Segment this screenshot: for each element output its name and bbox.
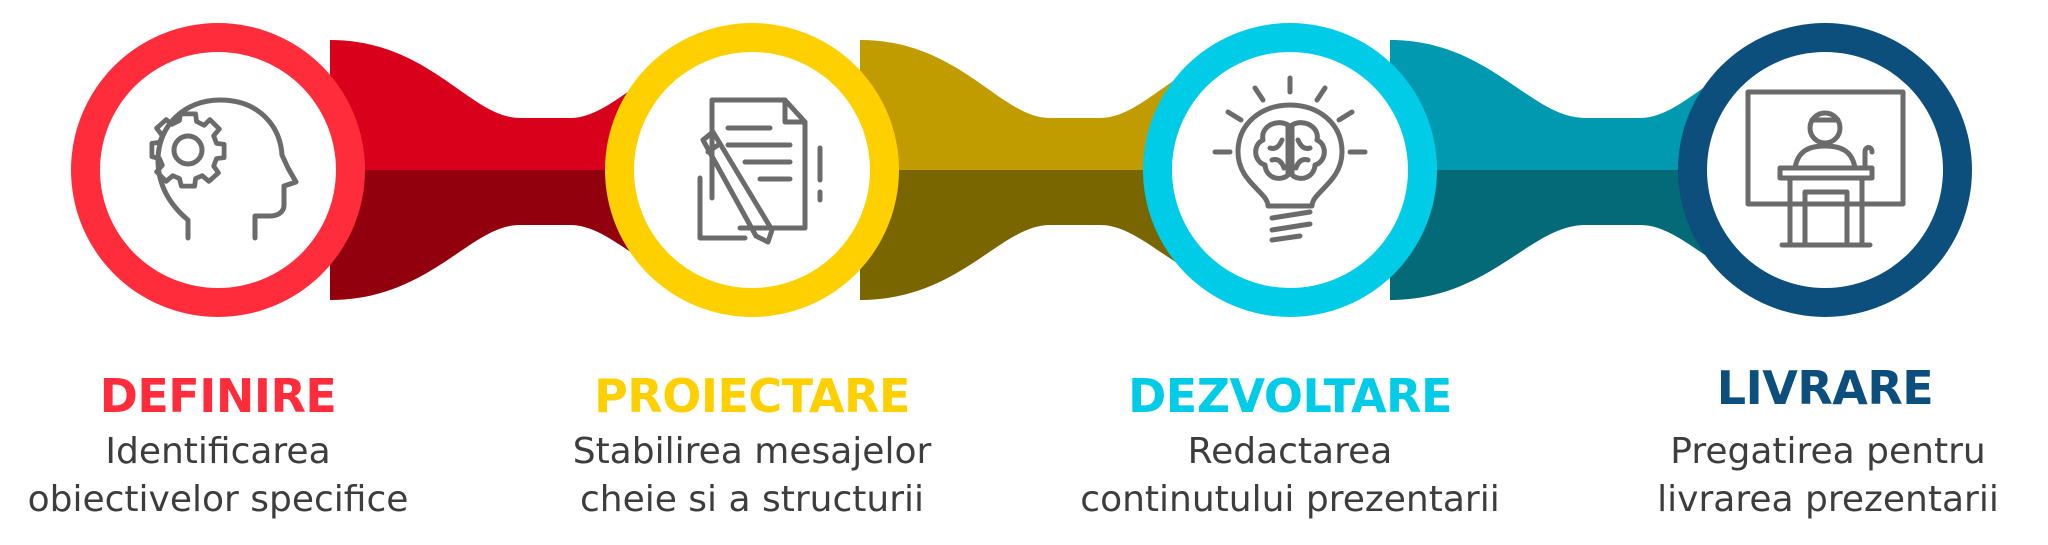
step-description-line: Stabilirea mesajelor: [572, 431, 932, 472]
step-title-dezvoltare: DEZVOLTARE: [1128, 369, 1452, 423]
step-description-line: cheie si a structurii: [579, 479, 925, 520]
step-description-line: Redactarea: [1187, 431, 1393, 472]
step-description-line: obiectivelor specifice: [27, 479, 409, 520]
step-title-livrare: LIVRARE: [1716, 361, 1934, 415]
step-title-definire: DEFINIRE: [99, 369, 337, 423]
step-description-line: Pregatirea pentru: [1670, 431, 1986, 472]
step-description-line: livrarea prezentarii: [1657, 479, 1999, 520]
step-description-definire: Identificarea obiectivelor specifice: [0, 428, 478, 524]
step-title-proiectare: PROIECTARE: [594, 369, 910, 423]
presenter-podium-icon: [1745, 89, 1906, 248]
document-pen-icon: [697, 97, 823, 245]
step-description-livrare: Pregatirea pentru livrarea prezentarii: [1568, 428, 2048, 524]
step-description-proiectare: Stabilirea mesajelor cheie si a structur…: [492, 428, 1012, 524]
lightbulb-brain-icon: [1212, 75, 1368, 243]
head-gear-icon: [149, 97, 299, 241]
step-description-line: continutului prezentarii: [1080, 479, 1500, 520]
step-ring-proiectare: [605, 23, 899, 317]
step-description-line: Identificarea: [105, 431, 331, 472]
step-description-dezvoltare: Redactarea continutului prezentarii: [1030, 428, 1550, 524]
